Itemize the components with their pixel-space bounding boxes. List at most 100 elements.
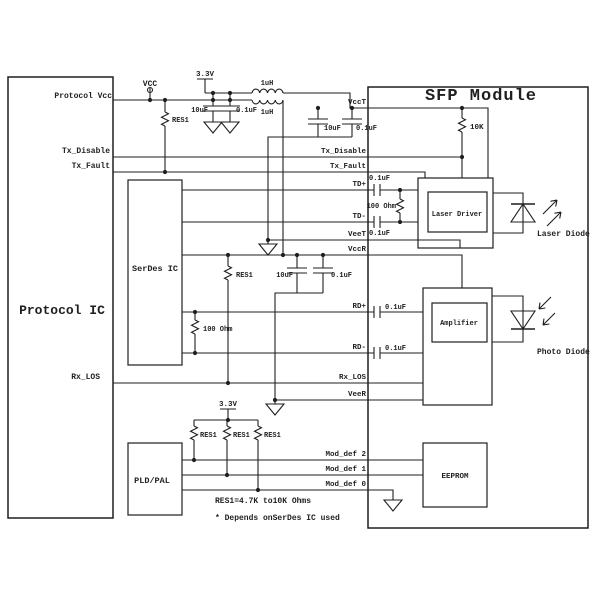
res-10k-label: 10K bbox=[470, 124, 484, 132]
res1-label-b1: RES1 bbox=[200, 432, 217, 440]
cap-01uf-label-rdp: 0.1uF bbox=[385, 304, 406, 312]
photo-diode-icon bbox=[509, 296, 556, 330]
laser-driver-label: Laser Driver bbox=[432, 211, 482, 219]
junction-dot bbox=[397, 219, 403, 225]
ground-icon bbox=[220, 121, 240, 134]
cap-01uf-label-rdn: 0.1uF bbox=[385, 345, 406, 353]
capacitor-icon bbox=[307, 118, 329, 125]
pin-label-vcct: VccT bbox=[348, 99, 367, 107]
junction-dot bbox=[397, 187, 403, 193]
junction-dot bbox=[224, 472, 230, 478]
capacitor-icon bbox=[312, 267, 334, 274]
junction-dot bbox=[191, 457, 197, 463]
note-serdes-dependency: * Depends onSerDes IC used bbox=[215, 514, 340, 523]
vcc-label: VCC bbox=[143, 80, 158, 89]
pin-label-tx-fault-left: Tx_Fault bbox=[72, 162, 111, 171]
junction-dot bbox=[294, 252, 300, 258]
component-symbols bbox=[146, 86, 467, 512]
junction-dot bbox=[192, 309, 198, 315]
pin-label-rx-los: Rx_LOS bbox=[339, 374, 367, 382]
v33-label-top: 3.3V bbox=[196, 71, 215, 79]
pin-label-td-minus: TD- bbox=[352, 213, 366, 221]
pin-label-rx-los-left: Rx_LOS bbox=[71, 373, 100, 382]
junction-dot bbox=[210, 97, 216, 103]
resistor-icon bbox=[189, 425, 199, 441]
junction-dot bbox=[265, 237, 271, 243]
junction-dot bbox=[162, 97, 168, 103]
resistor-icon bbox=[222, 425, 232, 441]
photo-diode-label: Photo Diode bbox=[537, 348, 590, 357]
cap-01uf-label-tdn: 0.1uF bbox=[369, 230, 390, 238]
res1-label-mid: RES1 bbox=[236, 272, 253, 280]
pin-label-tx-disable: Tx_Disable bbox=[321, 148, 367, 156]
resistor-icon bbox=[223, 265, 233, 281]
cap-10uf-label-2: 10uF bbox=[324, 125, 341, 133]
res1-label-b3: RES1 bbox=[264, 432, 281, 440]
optical-devices bbox=[509, 199, 562, 330]
rx-signal-wires bbox=[113, 254, 524, 401]
pin-label-tx-disable-left: Tx_Disable bbox=[62, 147, 110, 156]
capacitor-icon bbox=[341, 118, 363, 125]
junction-dot bbox=[227, 97, 233, 103]
res-100ohm-label-rd: 100 Ohm bbox=[203, 326, 232, 334]
pin-label-rd-plus: RD+ bbox=[352, 303, 366, 311]
cap-10uf-label-1: 10uF bbox=[191, 107, 208, 115]
inductor-icon bbox=[251, 99, 284, 105]
note-res1-value: RES1=4.7K to10K Ohms bbox=[215, 497, 311, 506]
laser-diode-label: Laser Diode bbox=[537, 230, 590, 239]
cap-01uf-label-tdp: 0.1uF bbox=[369, 175, 390, 183]
eeprom-label: EEPROM bbox=[441, 473, 469, 481]
sfp-module-box bbox=[367, 86, 589, 529]
ind-1uh-label-bottom: 1uH bbox=[261, 109, 274, 117]
junction-dot bbox=[255, 487, 261, 493]
resistor-icon bbox=[395, 198, 405, 214]
junction-dot bbox=[225, 380, 231, 386]
pin-label-veer: VeeR bbox=[348, 391, 367, 399]
cap-01uf-label-3: 0.1uF bbox=[331, 272, 352, 280]
ground-icon bbox=[203, 121, 223, 134]
junction-dot bbox=[192, 350, 198, 356]
protocol-ic-box bbox=[7, 76, 114, 519]
junction-dot bbox=[162, 169, 168, 175]
junction-dot bbox=[315, 105, 321, 111]
junction-dot bbox=[280, 252, 286, 258]
wires bbox=[113, 78, 524, 500]
capacitor-icon bbox=[373, 305, 381, 319]
resistor-icon bbox=[457, 117, 467, 133]
protocol-vcc-label: Protocol Vcc bbox=[54, 92, 112, 101]
pld-pal-box bbox=[127, 442, 183, 516]
res-100ohm-label-td: 100 Ohm bbox=[367, 203, 396, 211]
pld-pal-label: PLD/PAL bbox=[134, 476, 170, 486]
serdes-ic-label: SerDes IC bbox=[132, 264, 178, 274]
pin-label-tx-fault: Tx_Fault bbox=[330, 163, 366, 171]
pin-label-vccr: VccR bbox=[348, 246, 367, 254]
serdes-ic-box bbox=[127, 179, 183, 366]
cap-10uf-label-3: 10uF bbox=[276, 272, 293, 280]
capacitor-icon bbox=[373, 346, 381, 360]
pin-label-veet: VeeT bbox=[348, 231, 367, 239]
capacitor-icon bbox=[373, 183, 381, 197]
resistor-icon bbox=[253, 425, 263, 441]
pin-label-mod-def-0: Mod_def 0 bbox=[325, 481, 366, 489]
labels: SFP Module Protocol IC SerDes IC PLD/PAL… bbox=[19, 71, 590, 523]
junction-dot bbox=[349, 105, 355, 111]
junction-dot bbox=[459, 154, 465, 160]
power-wires bbox=[113, 78, 489, 490]
light-out-arrow-icon bbox=[542, 199, 562, 227]
junction-dot bbox=[147, 97, 153, 103]
junction-dot bbox=[459, 105, 465, 111]
junction-dots bbox=[147, 90, 465, 493]
junction-dot bbox=[227, 90, 233, 96]
cap-01uf-label-2: 0.1uF bbox=[356, 125, 377, 133]
resistor-icon bbox=[190, 319, 200, 335]
ind-1uh-label-top: 1uH bbox=[261, 80, 274, 88]
vcc-terminal-icon bbox=[146, 86, 154, 94]
laser-diode-icon bbox=[509, 199, 562, 227]
v33-label-bottom: 3.3V bbox=[219, 401, 238, 409]
ground-icon bbox=[258, 243, 278, 256]
pin-label-td-plus: TD+ bbox=[352, 181, 366, 189]
junction-dot bbox=[272, 397, 278, 403]
cap-01uf-label-1: 0.1uF bbox=[236, 107, 257, 115]
